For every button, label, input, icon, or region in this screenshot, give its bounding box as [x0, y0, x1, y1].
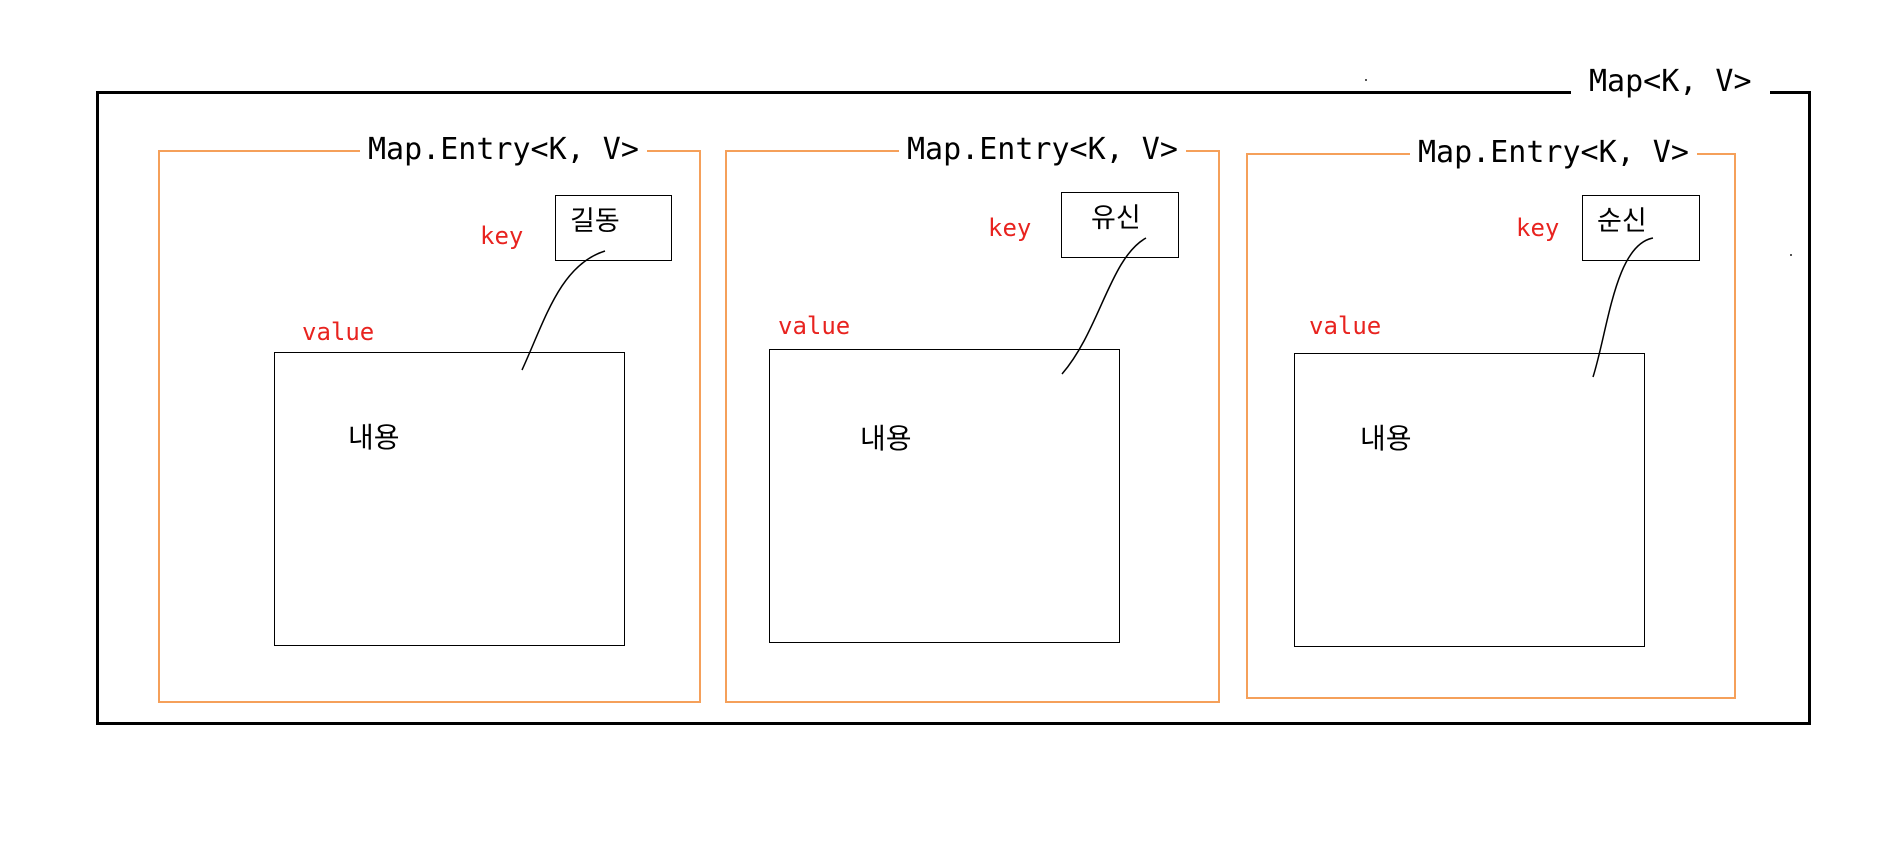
entry-title: Map.Entry<K, V>: [899, 130, 1186, 170]
key-box: 길동: [555, 195, 672, 261]
key-label: key: [1516, 214, 1560, 242]
key-box: 유신: [1061, 192, 1179, 258]
key-label: key: [988, 214, 1032, 242]
entry-title: Map.Entry<K, V>: [1410, 133, 1697, 173]
entry-title: Map.Entry<K, V>: [360, 130, 647, 170]
map-entry-2: Map.Entry<K, V>: [725, 130, 1220, 703]
value-box: 내용: [769, 349, 1120, 643]
value-content: 내용: [1360, 422, 1412, 455]
value-content: 내용: [348, 421, 400, 454]
stray-dot: [1365, 79, 1367, 81]
value-box: 내용: [1294, 353, 1645, 647]
value-label: value: [302, 318, 375, 346]
map-entry-3: Map.Entry<K, V>: [1246, 133, 1736, 699]
value-label: value: [1309, 312, 1382, 340]
value-box: 내용: [274, 352, 625, 646]
key-value: 길동: [570, 206, 620, 237]
key-value: 순신: [1597, 206, 1647, 237]
value-content: 내용: [860, 422, 912, 455]
key-value: 유신: [1091, 203, 1141, 234]
key-box: 순신: [1582, 195, 1700, 261]
stray-dot: [1790, 254, 1792, 256]
value-label: value: [778, 312, 851, 340]
map-title: Map<K, V>: [1571, 62, 1770, 102]
map-container: [96, 91, 1811, 725]
map-entry-1: Map.Entry<K, V>: [158, 130, 701, 703]
key-label: key: [480, 222, 524, 250]
